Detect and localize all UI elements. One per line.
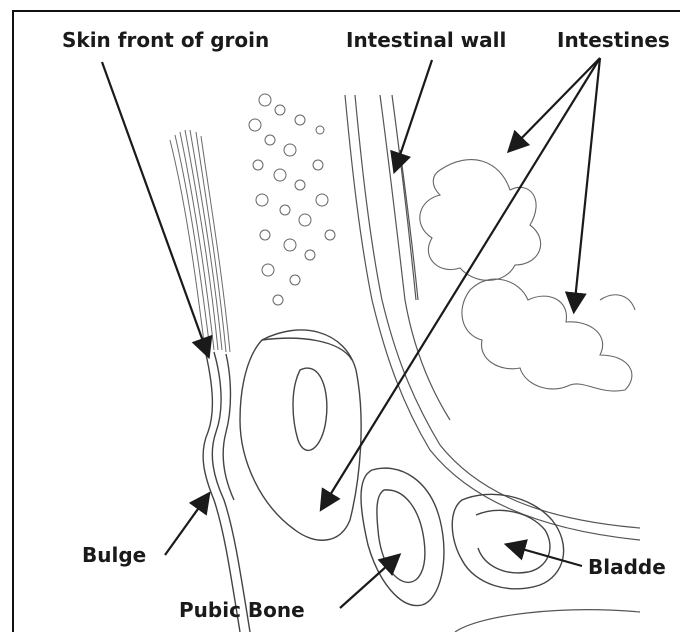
label-intestines: Intestines (557, 30, 670, 50)
arrow-intestines-2 (322, 58, 600, 508)
label-pubic-bone: Pubic Bone (179, 600, 305, 620)
label-intestinal-wall: Intestinal wall (346, 30, 506, 50)
arrow-skin (102, 62, 208, 355)
abdominal-wall-layers (345, 95, 640, 540)
label-bulge: Bulge (82, 545, 146, 565)
groin-skin-outline (203, 350, 250, 632)
arrow-bulge (165, 495, 208, 555)
fat-tissue (249, 94, 335, 305)
arrow-intestinal-wall (395, 60, 432, 170)
hernia-sac (240, 330, 361, 540)
intestine-loops (420, 160, 635, 391)
arrow-intestines-1 (510, 58, 600, 150)
skin-tissue-hatching (170, 130, 230, 352)
pubic-bone-shape (361, 468, 444, 605)
thigh-curve (455, 610, 640, 632)
label-skin-front-of-groin: Skin front of groin (62, 30, 269, 50)
arrow-pubic-bone (340, 556, 398, 608)
label-bladder: Bladde (588, 557, 666, 577)
